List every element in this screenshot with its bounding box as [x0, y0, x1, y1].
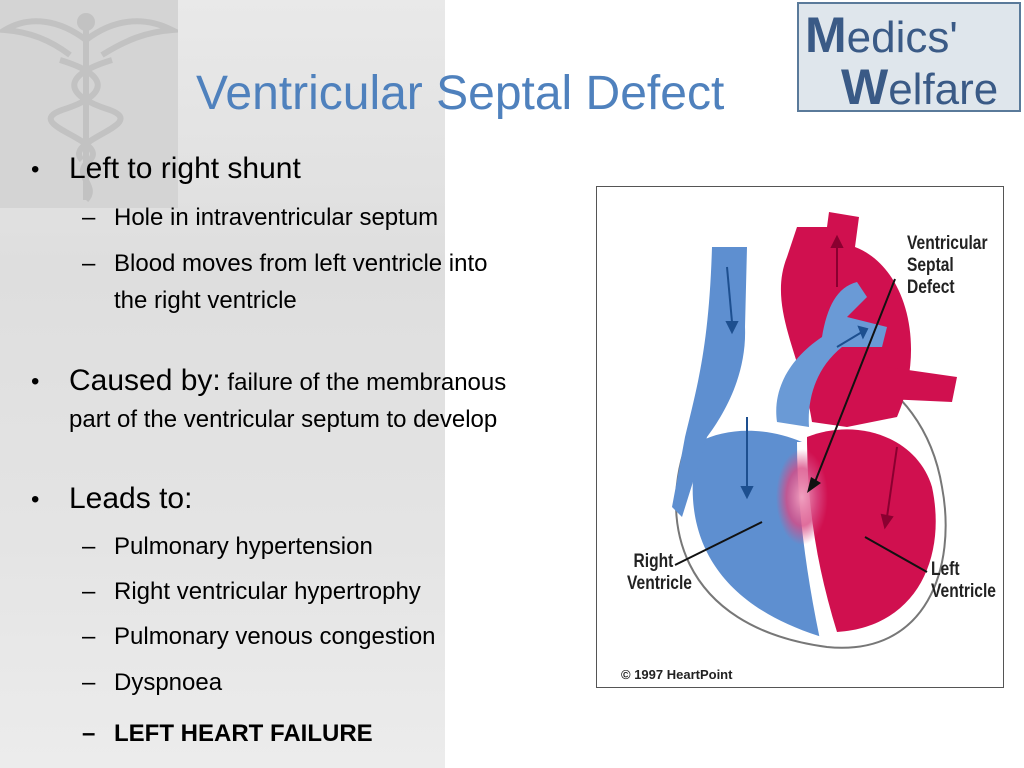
label-line: Right: [633, 551, 674, 572]
vsd-pointer-arrowhead: [807, 477, 821, 493]
logo-line-1: Medics': [805, 10, 958, 60]
sub-bullet-hole: – Hole in intraventricular septum: [82, 204, 439, 232]
sub-bullet-text: Blood moves from left ventricle into: [114, 250, 488, 277]
dash-marker: –: [82, 623, 96, 650]
logo-line-2: Welfare: [841, 62, 998, 112]
bullet-label: Caused by:: [69, 364, 221, 397]
sub-bullet-text: Pulmonary venous congestion: [114, 623, 436, 650]
bullet-text: part of the ventricular septum to develo…: [69, 406, 498, 433]
lv-pointer-line: [864, 536, 928, 573]
heart-outline: [674, 376, 947, 649]
logo-text-welfare: elfare: [888, 65, 999, 114]
logo-initial-m: M: [805, 7, 847, 63]
sub-bullet-blood-moves: – Blood moves from left ventricle into: [82, 250, 488, 278]
label-line: Defect: [907, 277, 955, 298]
dash-marker: –: [82, 204, 96, 231]
bullet-marker: •: [31, 368, 40, 395]
rv-pointer-line: [674, 521, 763, 566]
dash-marker: –: [82, 250, 96, 277]
red-flow-arrows: [830, 234, 898, 530]
label-right-ventricle: Right Ventricle: [627, 551, 692, 595]
flow-arrows: [725, 266, 869, 500]
dash-marker: –: [82, 578, 96, 605]
dash-marker: –: [82, 533, 96, 560]
label-line: Ventricle: [931, 581, 996, 602]
label-ventricular-septal-defect: Ventricular Septal Defect: [907, 233, 988, 299]
sub-bullet-pulmonary-hypertension: – Pulmonary hypertension: [82, 533, 373, 561]
sub-bullet-blood-moves-cont: the right ventricle: [114, 287, 297, 315]
septal-defect-glow: [776, 449, 828, 545]
vsd-pointer-line: [812, 278, 896, 488]
logo-text-medics: edics': [846, 13, 958, 62]
pulmonary-vein-shape: [887, 367, 957, 402]
bullet-marker: •: [31, 486, 40, 513]
label-line: Ventricular: [907, 233, 988, 254]
vena-cava-shape: [672, 247, 747, 517]
heart-illustration: [672, 212, 957, 649]
label-line: Left: [931, 559, 960, 580]
slide-title: Ventricular Septal Defect: [196, 67, 725, 120]
sub-bullet-text: Dyspnoea: [114, 669, 223, 696]
pulmonary-artery-shape: [776, 282, 887, 427]
vsd-heart-diagram: Ventricular Septal Defect Right Ventricl…: [596, 186, 1004, 688]
medics-welfare-logo: Medics' Welfare: [797, 2, 1021, 112]
sub-bullet-text: Right ventricular hypertrophy: [114, 578, 421, 605]
bullet-text: Leads to:: [69, 482, 193, 515]
sub-bullet-text: LEFT HEART FAILURE: [114, 720, 373, 747]
sub-bullet-rv-hypertrophy: – Right ventricular hypertrophy: [82, 578, 421, 606]
sub-bullet-text: Hole in intraventricular septum: [114, 204, 439, 231]
sub-bullet-venous-congestion: – Pulmonary venous congestion: [82, 623, 436, 651]
sub-bullet-left-heart-failure: – LEFT HEART FAILURE: [82, 720, 373, 748]
dash-marker: –: [82, 720, 96, 747]
bullet-caused-by: • Caused by: failure of the membranous: [31, 364, 507, 398]
dash-marker: –: [82, 669, 96, 696]
bullet-caused-by-cont: part of the ventricular septum to develo…: [69, 406, 497, 434]
sub-bullet-text: the right ventricle: [114, 287, 297, 314]
label-line: Ventricle: [627, 573, 692, 594]
bullet-text: Left to right shunt: [69, 152, 301, 185]
caduceus-decoration: [0, 0, 178, 208]
logo-initial-w: W: [841, 59, 889, 115]
sub-bullet-dyspnoea: – Dyspnoea: [82, 669, 223, 697]
bullet-text: failure of the membranous: [220, 369, 507, 396]
bullet-left-to-right-shunt: • Left to right shunt: [31, 152, 301, 186]
label-left-ventricle: Left Ventricle: [931, 559, 996, 603]
bullet-leads-to: • Leads to:: [31, 482, 193, 516]
diagram-copyright: © 1997 HeartPoint: [621, 667, 733, 682]
left-ventricle-shape: [807, 429, 936, 632]
caduceus-icon: [0, 13, 178, 203]
bullet-marker: •: [31, 156, 40, 183]
label-line: Septal: [907, 255, 954, 276]
sub-bullet-text: Pulmonary hypertension: [114, 533, 373, 560]
